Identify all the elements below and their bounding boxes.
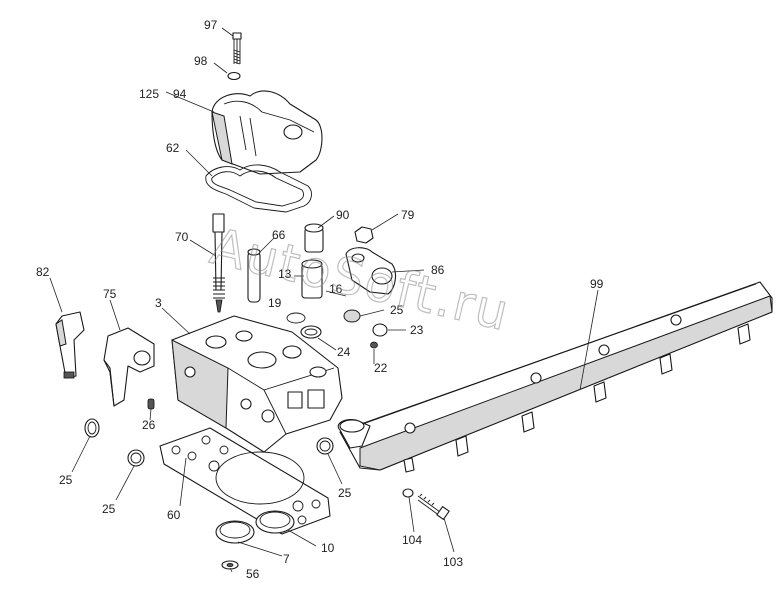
- part-seal-24: [300, 325, 322, 339]
- callout-94: 94: [173, 87, 187, 101]
- part-washer-98: [227, 71, 241, 81]
- callout-75: 75: [103, 287, 117, 301]
- callout-25-mid: 25: [102, 502, 116, 516]
- callout-66: 66: [272, 228, 286, 242]
- part-sleeve-13: [301, 259, 323, 299]
- callout-86: 86: [431, 263, 445, 277]
- callout-13: 13: [278, 267, 292, 281]
- callout-labels: 97 98 125 94 62 90 79 70 66 13 16 19 86 …: [36, 18, 604, 581]
- callout-25-upper: 25: [390, 303, 404, 317]
- part-pin-22: [370, 341, 378, 349]
- part-pin-26: [147, 398, 155, 410]
- callout-22: 22: [374, 361, 388, 375]
- callout-19: 19: [268, 296, 282, 310]
- part-bracket-75: [103, 327, 155, 407]
- part-injector-70: [212, 213, 225, 313]
- callout-25-left: 25: [59, 473, 73, 487]
- part-rocker-82: [55, 311, 85, 379]
- part-fitting-86: [345, 247, 397, 295]
- part-head-gasket-60: [159, 427, 331, 535]
- callout-60: 60: [167, 508, 181, 522]
- leader-lines: [49, 27, 599, 573]
- part-bolt-97: [232, 32, 242, 65]
- callout-25-right: 25: [338, 486, 352, 500]
- part-seal-25-c: [316, 437, 334, 455]
- callout-90: 90: [336, 208, 350, 222]
- callout-104: 104: [402, 533, 422, 547]
- part-gasket-62: [205, 164, 312, 213]
- callout-79: 79: [401, 208, 415, 222]
- callout-7: 7: [283, 552, 290, 566]
- callout-26: 26: [142, 418, 156, 432]
- callout-99: 99: [590, 277, 604, 291]
- part-washer-104: [402, 488, 414, 498]
- callout-82: 82: [36, 265, 50, 279]
- part-sleeve-90: [304, 223, 324, 253]
- callout-23: 23: [410, 323, 424, 337]
- part-ring-10: [255, 510, 295, 534]
- callout-16: 16: [329, 282, 343, 296]
- callout-125: 125: [139, 87, 159, 101]
- part-valve-cover-94: [211, 90, 323, 175]
- part-tube-66: [247, 248, 261, 303]
- callout-56: 56: [246, 567, 260, 581]
- callout-62: 62: [166, 141, 180, 155]
- callout-10: 10: [321, 541, 335, 555]
- part-bushing-23: [372, 323, 388, 337]
- callout-3: 3: [155, 296, 162, 310]
- part-oring-19: [286, 312, 306, 324]
- part-washer-56: [221, 560, 239, 570]
- part-bolt-103: [417, 493, 450, 520]
- part-seal-25-a: [84, 418, 100, 438]
- callout-103: 103: [443, 555, 463, 569]
- part-ring-7: [215, 520, 255, 544]
- part-manifold-99: [337, 281, 773, 473]
- callout-24: 24: [337, 345, 351, 359]
- part-seal-25-b: [127, 449, 145, 467]
- part-plug-25: [343, 309, 361, 323]
- callout-70: 70: [175, 230, 189, 244]
- part-cylinder-head-3: [171, 315, 343, 453]
- callout-98: 98: [194, 54, 208, 68]
- callout-97: 97: [204, 18, 218, 32]
- part-nut-79: [354, 226, 374, 244]
